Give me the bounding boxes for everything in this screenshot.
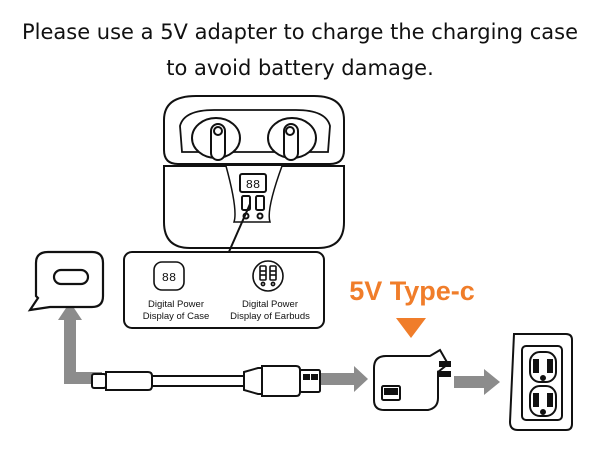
power-adapter-icon — [373, 348, 451, 411]
callout-pointer — [227, 203, 251, 255]
flow-arrow-up-shaft — [64, 318, 76, 384]
earbuds-case-icon: 88 — [163, 95, 345, 249]
wall-outlet-icon — [508, 333, 573, 431]
flow-arrow-to-outlet-head — [484, 369, 500, 395]
adapter-down-arrow-icon — [396, 318, 426, 338]
instruction-text: Please use a 5V adapter to charge the ch… — [0, 14, 600, 86]
instruction-line-2: to avoid battery damage. — [166, 56, 434, 80]
case-power-display-icon: 88 — [153, 261, 185, 291]
flow-arrow-to-adapter-head — [354, 366, 368, 392]
earbuds-power-display-icon — [252, 260, 284, 292]
flow-arrow-to-adapter-shaft — [320, 373, 356, 385]
callout-right-label-2: Display of Earbuds — [230, 311, 310, 322]
callout-case-digits: 88 — [162, 271, 176, 285]
callout-left-label-2: Display of Case — [143, 311, 210, 322]
adapter-type-label: 5V Type-c — [349, 276, 475, 306]
display-callout-box: 88 Digital Power Display of Case Digital… — [123, 251, 325, 329]
flow-arrow-to-outlet-shaft — [454, 376, 486, 388]
usb-c-port-icon — [27, 250, 105, 312]
case-display-digits: 88 — [246, 178, 260, 192]
flow-arrow-up-head — [58, 302, 82, 320]
instruction-line-1: Please use a 5V adapter to charge the ch… — [21, 20, 579, 44]
callout-left-label-1: Digital Power — [148, 299, 204, 310]
usb-cable-icon — [91, 365, 321, 397]
callout-right-label-1: Digital Power — [242, 299, 298, 310]
